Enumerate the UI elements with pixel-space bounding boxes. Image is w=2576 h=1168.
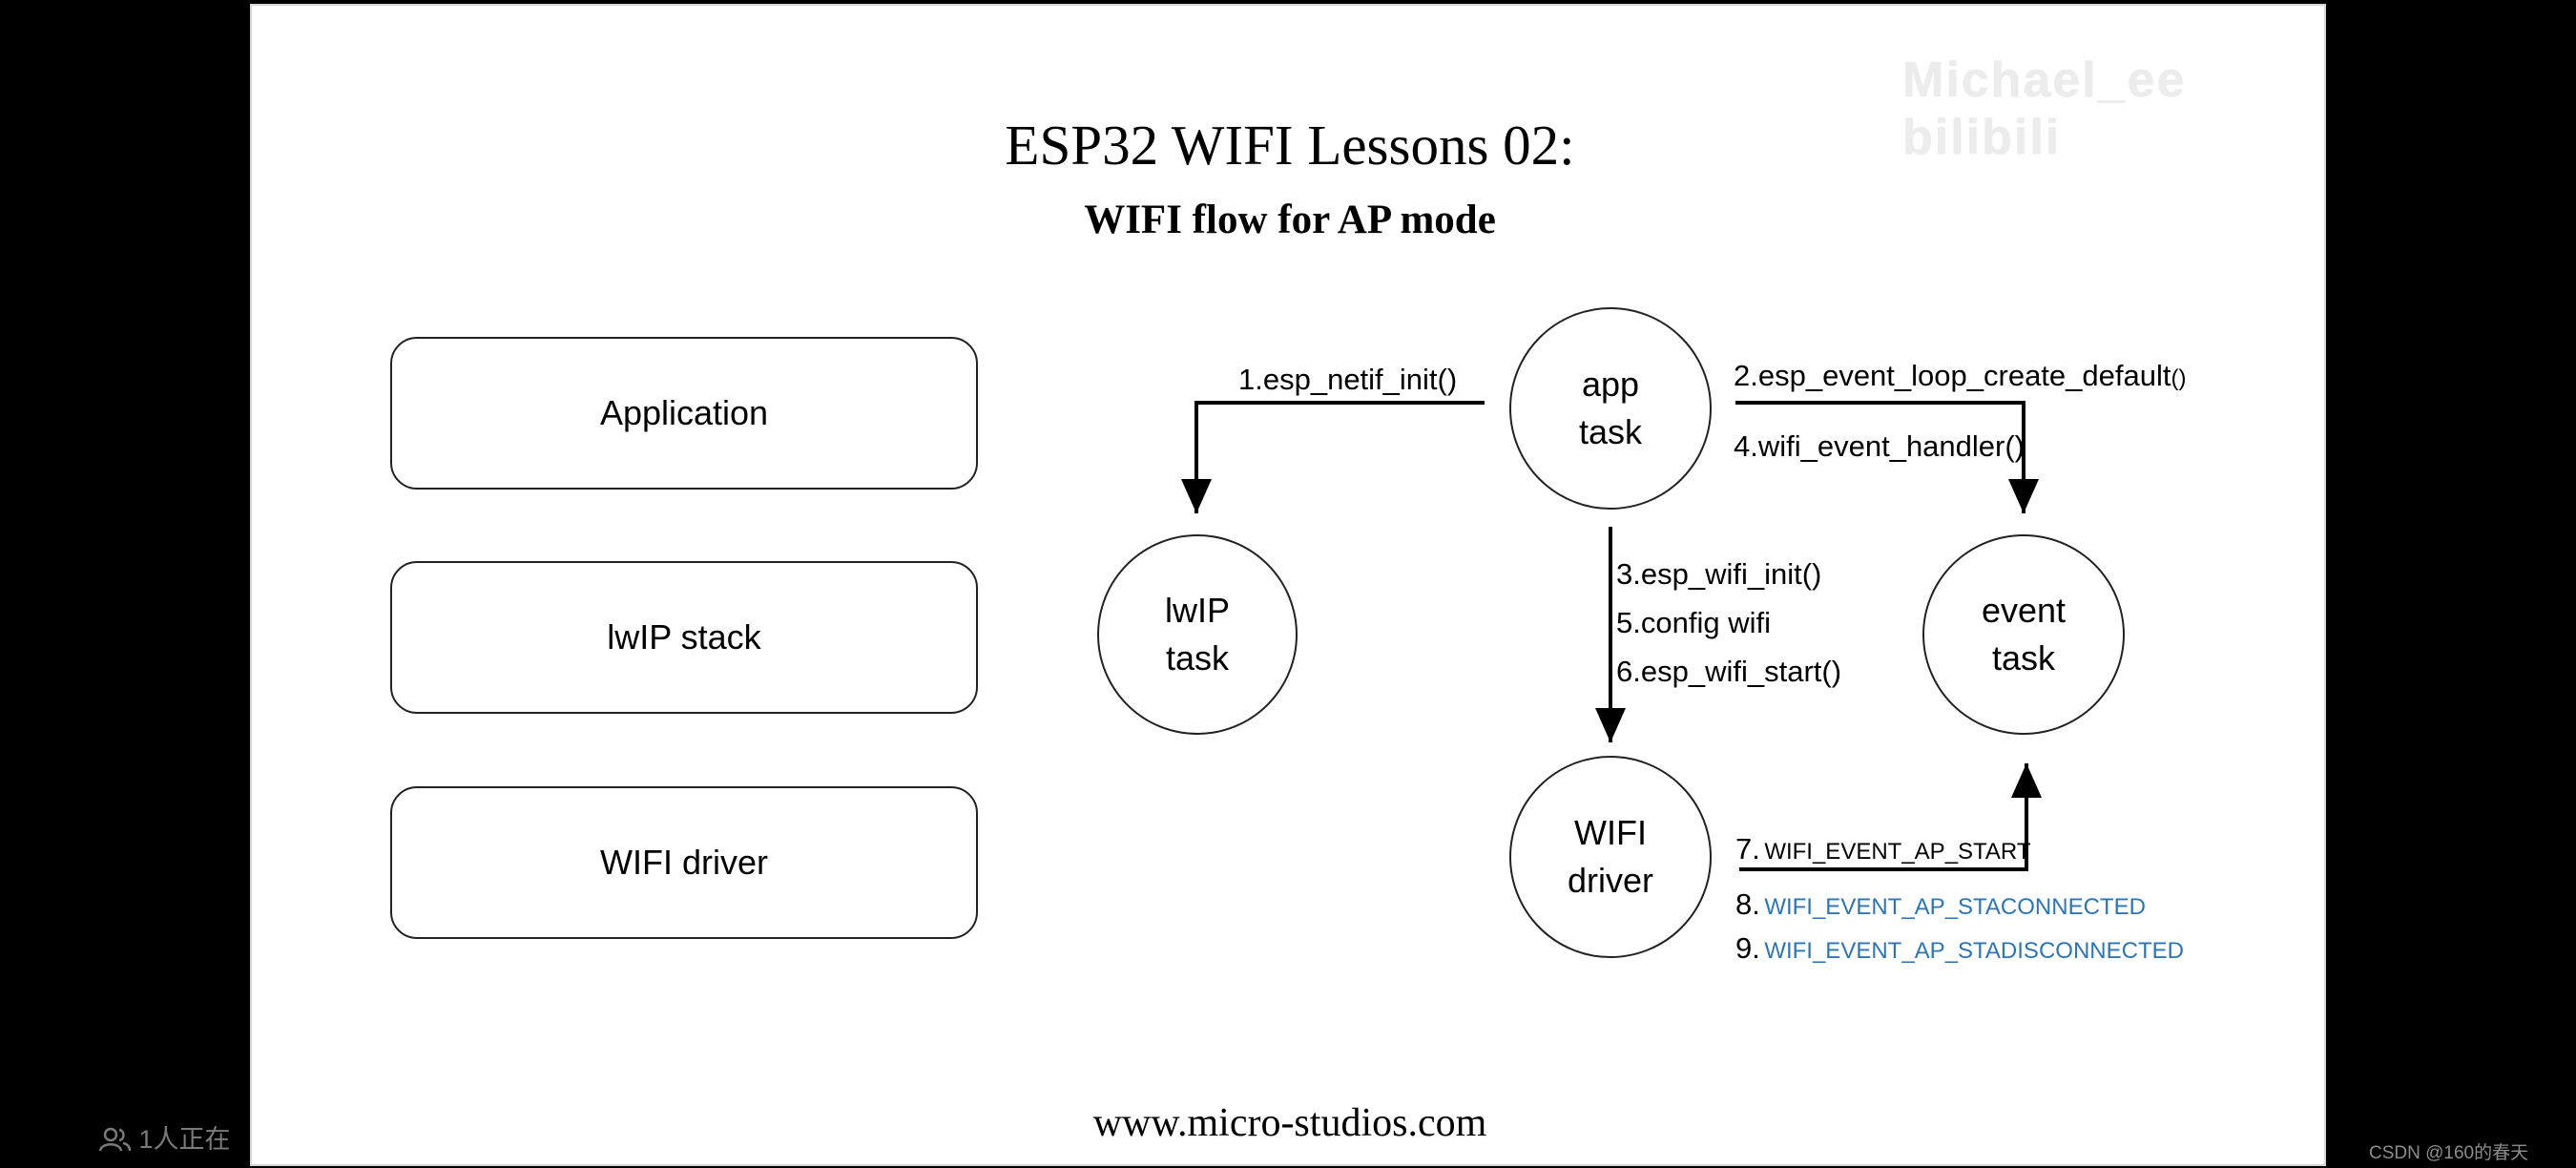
step-2-paren: () [2171, 365, 2187, 391]
event-8: 8. WIFI_EVENT_AP_STACONNECTED [1735, 887, 2146, 922]
step-1-label: 1.esp_netif_init() [1238, 363, 1458, 396]
step-2-main: 2.esp_event_loop_create_default [1734, 359, 2171, 392]
arrow-netif-init [1181, 401, 1485, 513]
event-8-num: 8. [1735, 887, 1760, 921]
layer-lwip-stack: lwIP stack [390, 561, 978, 714]
node-event-line2: task [1991, 638, 2056, 678]
event-7: 7. WIFI_EVENT_AP_START [1735, 832, 2031, 866]
flow-arrows [1181, 401, 2042, 871]
event-7-num: 7. [1735, 832, 1760, 866]
layer-wifi-driver: WIFI driver [390, 786, 978, 939]
node-app-line1: app [1581, 365, 1640, 404]
viewer-count: 1人正在 [98, 1118, 231, 1156]
people-icon [98, 1125, 139, 1154]
arrow-wifi-events [1739, 763, 2042, 871]
node-wifi-line2: driver [1567, 861, 1654, 900]
step-6-label: 6.esp_wifi_start() [1616, 655, 1842, 688]
event-8-text: WIFI_EVENT_AP_STACONNECTED [1764, 894, 2146, 920]
step-3-label: 3.esp_wifi_init() [1616, 557, 1822, 591]
arrow-event-loop [1735, 401, 2039, 513]
event-7-text: WIFI_EVENT_AP_START [1764, 839, 2031, 865]
node-wifi-driver: WIFI driver [1509, 756, 1712, 958]
credit-text: CSDN @160的春天 [2369, 1143, 2529, 1163]
layer-application: Application [390, 337, 978, 490]
step-4-label: 4.wifi_event_handler() [1734, 429, 2025, 463]
event-9: 9. WIFI_EVENT_AP_STADISCONNECTED [1735, 931, 2184, 966]
event-9-num: 9. [1735, 931, 1760, 965]
footer-url: www.micro-studios.com [1092, 1101, 1487, 1145]
slide-subtitle: WIFI flow for AP mode [1084, 198, 1496, 242]
step-5-label: 5.config wifi [1616, 606, 1771, 639]
step-2-label: 2.esp_event_loop_create_default() [1734, 359, 2186, 393]
slide-title: ESP32 WIFI Lessons 02: [1005, 114, 1575, 177]
node-event-line1: event [1981, 591, 2067, 630]
node-lwip-line2: task [1165, 638, 1230, 678]
viewer-text: 1人正在 [138, 1125, 231, 1154]
node-app-task: app task [1509, 307, 1712, 510]
node-lwip-task: lwIP task [1097, 534, 1298, 735]
watermark: Michael_ee bilibili [1902, 52, 2187, 165]
node-app-line2: task [1578, 412, 1643, 451]
node-event-task: event task [1922, 534, 2125, 735]
node-wifi-line1: WIFI [1574, 813, 1647, 852]
event-9-text: WIFI_EVENT_AP_STADISCONNECTED [1764, 938, 2184, 964]
slide: Michael_ee bilibili ESP32 WIFI Lessons 0… [250, 4, 2326, 1166]
node-lwip-line1: lwIP [1164, 591, 1230, 630]
